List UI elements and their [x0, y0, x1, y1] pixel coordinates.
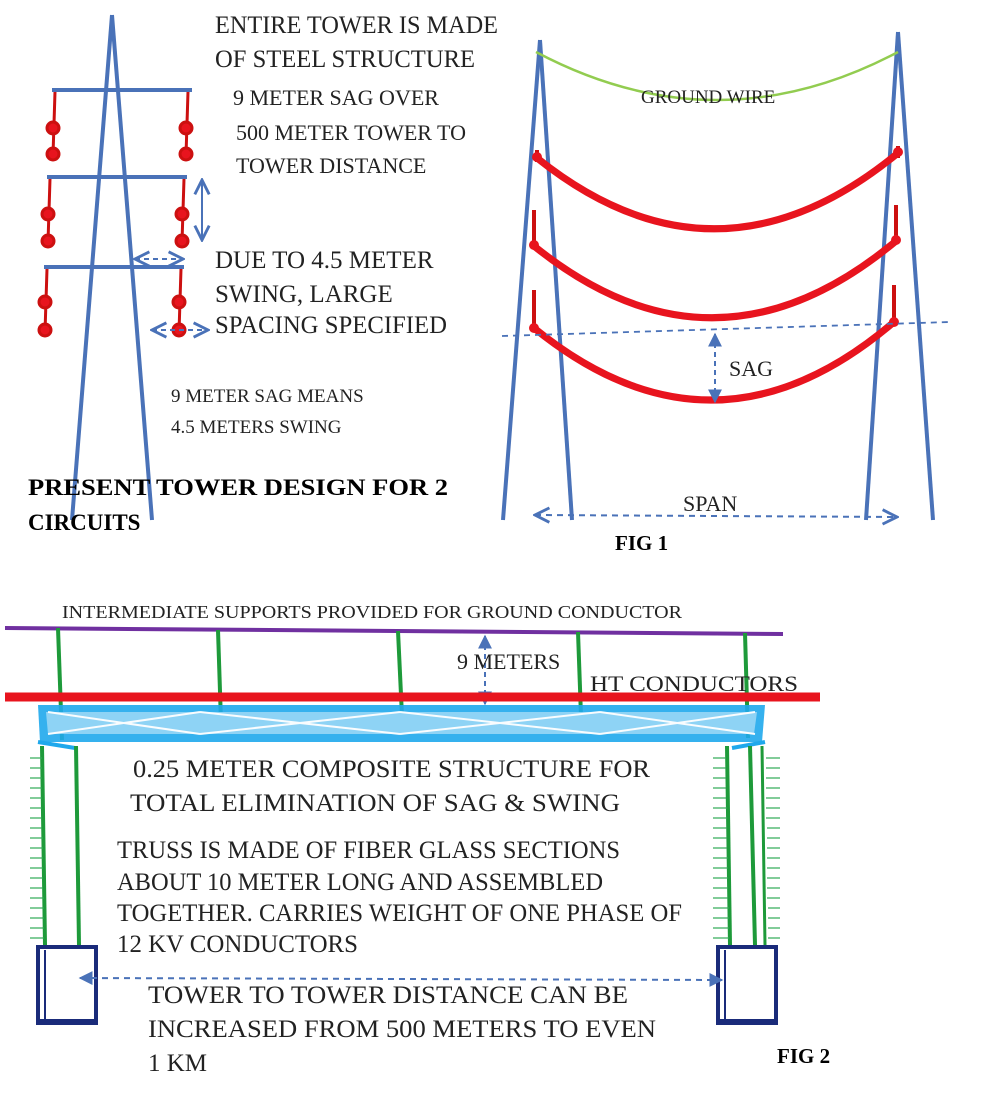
- composite-truss: [37, 705, 766, 750]
- tower-distance-arrow: [78, 971, 724, 987]
- truss-note-line3: TOGETHER. CARRIES WEIGHT OF ONE PHASE OF: [117, 900, 682, 927]
- ground-wire-label: GROUND WIRE: [641, 87, 775, 108]
- note-material-line1: ENTIRE TOWER IS MADE: [215, 12, 498, 39]
- left-pole: [30, 745, 98, 1025]
- conductor-middle: [530, 237, 900, 322]
- distance-note-line1: TOWER TO TOWER DISTANCE CAN BE: [148, 982, 628, 1009]
- right-pole: [713, 745, 780, 1025]
- present-tower-notes: ENTIRE TOWER IS MADE OF STEEL STRUCTURE …: [28, 12, 498, 535]
- truss-note-line4: 12 KV CONDUCTORS: [117, 931, 358, 958]
- note-sag-means-line2: 4.5 METERS SWING: [171, 417, 342, 438]
- present-tower-caption-line1: PRESENT TOWER DESIGN FOR 2: [28, 475, 448, 500]
- span-arrow: [535, 515, 897, 517]
- conductor-top: [533, 149, 902, 233]
- insulator-strings: [37, 91, 194, 338]
- distance-note-line2: INCREASED FROM 500 METERS TO EVEN: [148, 1016, 656, 1043]
- distance-note-line3: 1 KM: [148, 1050, 207, 1077]
- note-sag-line3: TOWER DISTANCE: [236, 153, 426, 178]
- note-swing-line3: SPACING SPECIFIED: [215, 312, 447, 339]
- note-swing-line2: SWING, LARGE: [215, 281, 393, 308]
- fig2-labels: INTERMEDIATE SUPPORTS PROVIDED FOR GROUN…: [62, 602, 830, 1077]
- fig2-drawing: [4, 626, 820, 1025]
- present-tower-drawing: [37, 14, 208, 521]
- ground-wire-curve: [535, 50, 899, 102]
- nine-meters-label: 9 METERS: [457, 649, 560, 674]
- note-sag-line1: 9 METER SAG OVER: [233, 85, 439, 110]
- truss-note-line2: ABOUT 10 METER LONG AND ASSEMBLED: [117, 869, 603, 896]
- fig1-labels: GROUND WIRE SAG SPAN FIG 1: [615, 87, 775, 555]
- span-label: SPAN: [683, 491, 737, 516]
- present-tower-caption-line2: CIRCUITS: [28, 510, 140, 535]
- composite-note-line2: TOTAL ELIMINATION OF SAG & SWING: [130, 790, 620, 817]
- right-foundation: [716, 945, 778, 1025]
- sag-label: SAG: [729, 356, 773, 381]
- intermediate-supports-label: INTERMEDIATE SUPPORTS PROVIDED FOR GROUN…: [62, 602, 682, 622]
- note-material-line2: OF STEEL STRUCTURE: [215, 46, 475, 73]
- ground-conductor-line: [4, 626, 784, 636]
- fig2-caption: FIG 2: [777, 1044, 830, 1068]
- ht-conductors-label: HT CONDUCTORS: [590, 671, 798, 696]
- composite-note-line1: 0.25 METER COMPOSITE STRUCTURE FOR: [133, 756, 650, 783]
- truss-note-line1: TRUSS IS MADE OF FIBER GLASS SECTIONS: [117, 837, 620, 864]
- fig1-right-tower-inner: [864, 31, 900, 521]
- left-foundation: [36, 945, 98, 1025]
- note-swing-line1: DUE TO 4.5 METER: [215, 247, 434, 274]
- fig1-left-tower-inner: [538, 39, 574, 521]
- sag-reference-line: [501, 321, 951, 337]
- fig1-caption: FIG 1: [615, 531, 668, 555]
- note-sag-line2: 500 METER TOWER TO: [236, 120, 466, 145]
- fig1-drawing: [501, 31, 951, 521]
- fig1-left-tower-outer: [501, 39, 542, 521]
- fig1-right-tower-outer: [896, 31, 935, 521]
- note-sag-means-line1: 9 METER SAG MEANS: [171, 386, 364, 407]
